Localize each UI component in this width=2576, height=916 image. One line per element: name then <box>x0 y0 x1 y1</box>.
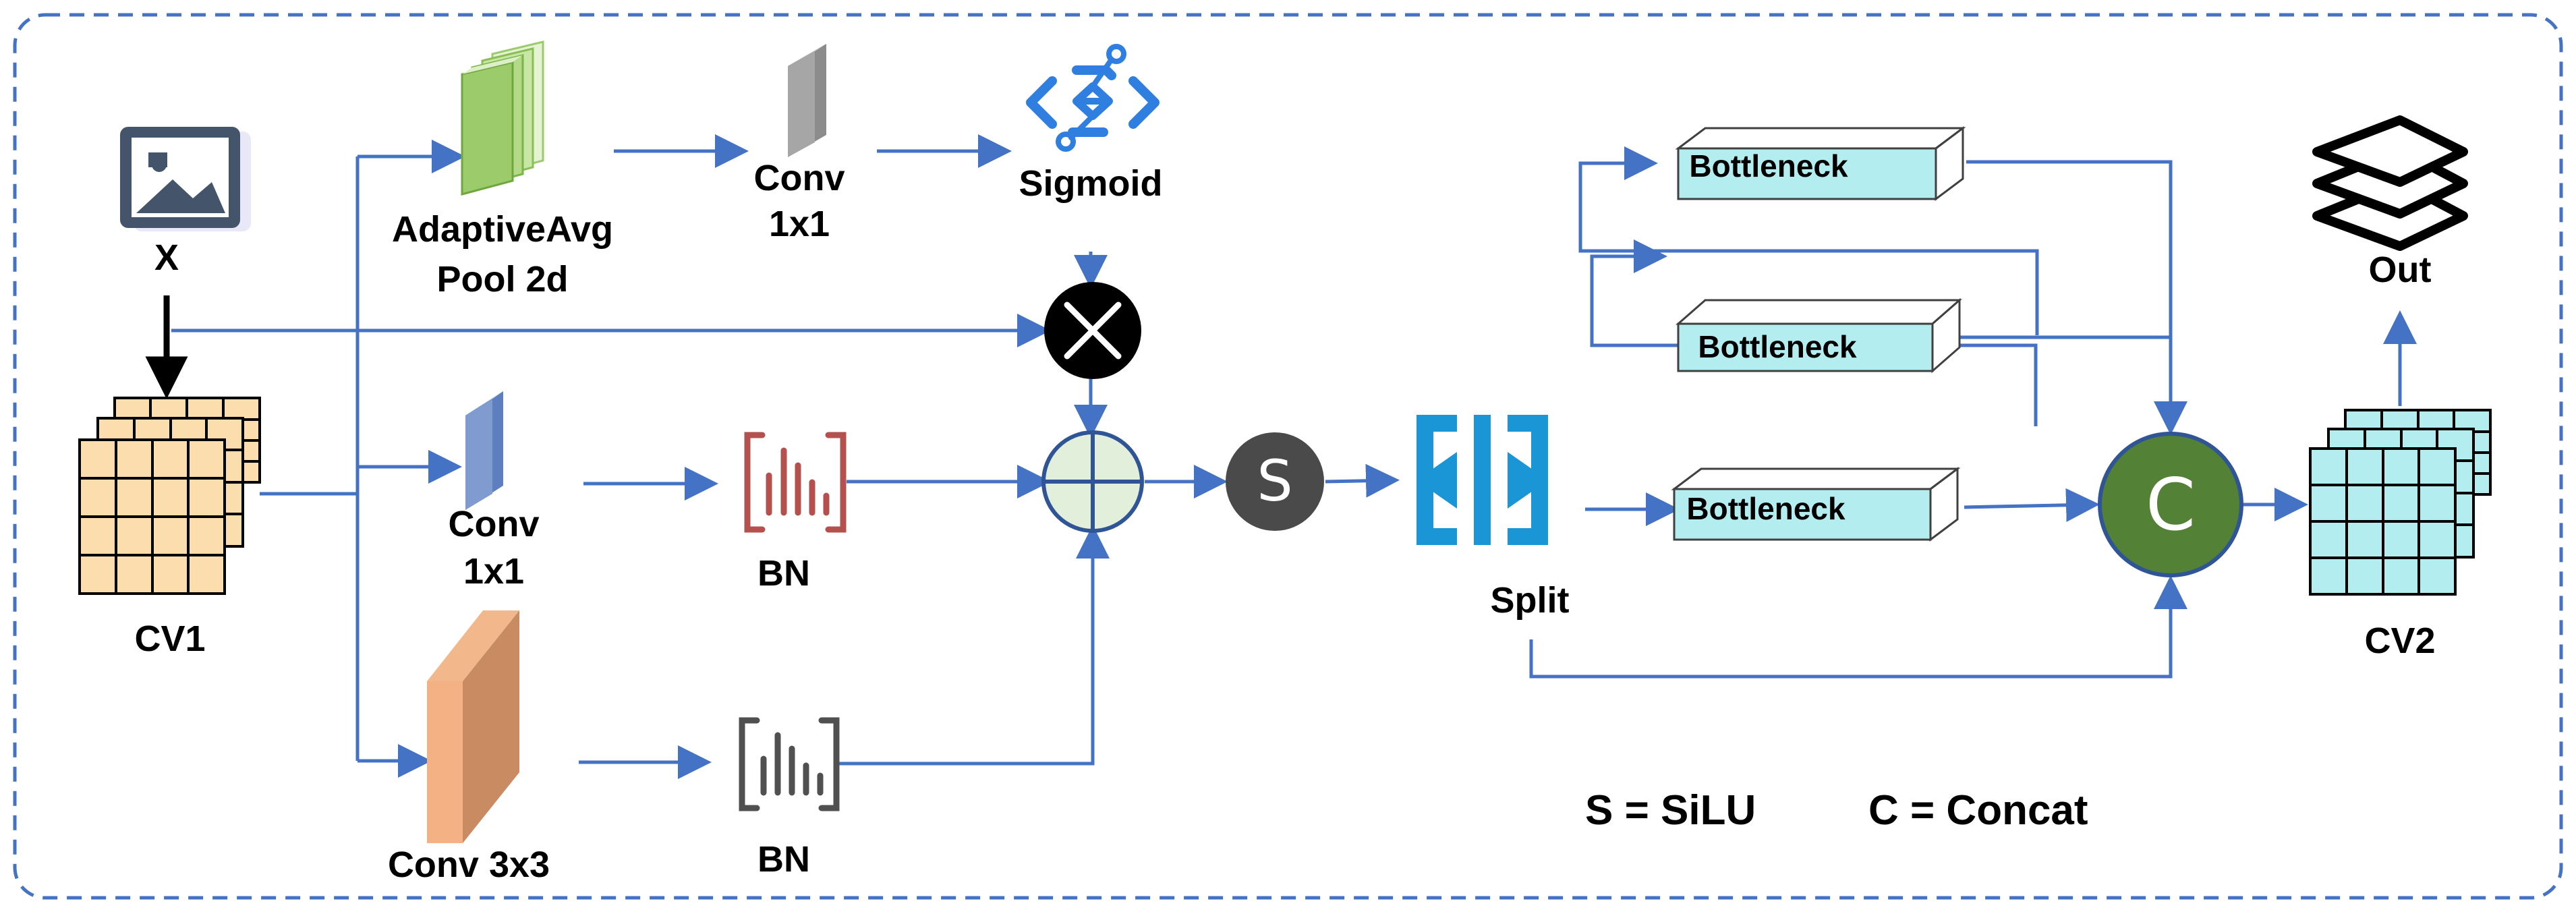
bottleneck-2 <box>1676 297 1962 374</box>
legend-silu: S = SiLU <box>1585 787 1756 834</box>
arrow-b3-to-concat <box>1964 488 2100 522</box>
label-conv1x1-mid-line1: Conv <box>449 504 540 544</box>
conv1x1-mid-block <box>465 391 503 510</box>
label-adaptive-pool-line2: Pool 2d <box>436 259 568 299</box>
label-out: Out <box>2369 250 2432 290</box>
label-concat-symbol: C <box>2146 463 2196 546</box>
label-cv2: CV2 <box>2364 621 2435 661</box>
label-silu-symbol: S <box>1257 448 1292 514</box>
label-conv1x1-top-line1: Conv <box>754 158 845 198</box>
image-icon <box>120 127 251 231</box>
label-bottleneck-3: Bottleneck <box>1686 491 1845 526</box>
cv1-tensor <box>78 397 261 595</box>
sigmoid-icon <box>1026 44 1160 152</box>
label-x: X <box>154 237 179 278</box>
label-bn-mid: BN <box>757 553 810 594</box>
connectors <box>145 134 2417 779</box>
label-adaptive-pool-line1: AdaptiveAvg <box>392 209 613 250</box>
conv3x3-block <box>427 610 519 843</box>
label-conv3x3: Conv 3x3 <box>388 845 550 885</box>
label-split: Split <box>1491 580 1570 621</box>
arrow-b3-to-b2 <box>1590 239 2038 426</box>
arrow-b1-to-concat <box>1966 160 2187 435</box>
label-bottleneck-2: Bottleneck <box>1698 329 1857 364</box>
legend-concat: C = Concat <box>1868 787 2088 834</box>
layers-icon <box>2312 115 2468 251</box>
bar-chart-icon <box>744 432 847 533</box>
arrow-b2-to-b1 <box>1578 146 2039 335</box>
label-sigmoid: Sigmoid <box>1019 163 1163 204</box>
outer-border <box>13 13 2563 900</box>
label-conv1x1-mid-line2: 1x1 <box>463 551 524 592</box>
bottleneck-1 <box>1675 126 1966 201</box>
silu-node <box>1226 432 1324 531</box>
label-bn-bottom: BN <box>757 839 810 880</box>
label-cv1: CV1 <box>134 619 205 659</box>
add-icon <box>1041 430 1144 533</box>
concat-node <box>2098 432 2243 577</box>
cv2-layer-front <box>2309 447 2457 596</box>
cv1-layer-front <box>78 438 226 595</box>
bottleneck-3 <box>1671 467 1961 542</box>
arrow-silu-to-split <box>1325 463 1400 498</box>
split-icon <box>1416 415 1548 545</box>
adaptive-pool-block <box>461 40 544 196</box>
arrow-split-to-concat <box>1529 575 2187 679</box>
conv1x1-top-block <box>788 44 826 157</box>
bar-chart-icon <box>739 717 840 811</box>
cv2-tensor <box>2309 409 2492 596</box>
multiply-icon <box>1044 282 1141 379</box>
label-bottleneck-1: Bottleneck <box>1689 148 1848 183</box>
arrow-bn-bottom-to-add <box>838 525 1110 766</box>
label-conv1x1-top-line2: 1x1 <box>769 204 830 244</box>
